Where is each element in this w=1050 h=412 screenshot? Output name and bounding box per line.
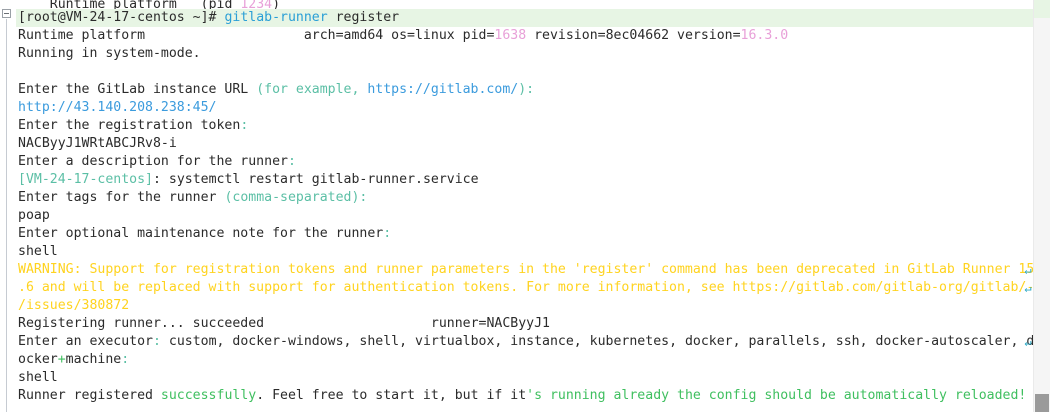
- text-span: 1234: [240, 0, 273, 9]
- text-span: [18, 0, 50, 9]
- text-span: https://gitlab.com/: [367, 82, 519, 97]
- text-span: register: [327, 10, 400, 25]
- scrollbar-command-marker: [1034, 0, 1050, 18]
- text-span: [: [18, 172, 26, 187]
- input-runner-description: [VM-24-17-centos]: systemctl restart git…: [16, 171, 1034, 189]
- text-span: [18, 64, 26, 79]
- text-span: :: [240, 118, 249, 133]
- warning-line-2: .6 and will be replaced with support for…: [16, 279, 1034, 297]
- prompt-instance-url: Enter the GitLab instance URL (for examp…: [16, 81, 1034, 99]
- prompt-executor-continued: ocker+machine:: [16, 351, 1034, 369]
- text-span: gitlab-runner: [224, 10, 328, 25]
- input-registration-token: NACByyJ1WRtABCJRv8-i: [16, 135, 1034, 153]
- vertical-scrollbar[interactable]: [1033, 0, 1050, 412]
- text-span: http://43.140.208.238:45/: [18, 100, 217, 115]
- clipped-top-line: Runtime platform (pid 1234): [16, 0, 1034, 9]
- text-span: (for example,: [256, 82, 368, 97]
- warning-line-3: /issues/380872: [16, 297, 1034, 315]
- runner-registered-line: Runner registered successfully. Feel fre…: [16, 387, 1034, 405]
- text-span: ocker: [18, 352, 58, 367]
- system-mode-line: Running in system-mode.: [16, 45, 1034, 63]
- text-span: Enter an executor: [18, 334, 153, 349]
- text-span: [145, 28, 304, 43]
- editor-gutter: [0, 0, 16, 412]
- text-span: : systemctl restart gitlab-runner.servic…: [153, 172, 479, 187]
- text-span: .6 and will be replaced with support for…: [18, 280, 1035, 295]
- text-span: shell: [18, 244, 58, 259]
- text-span: :: [383, 226, 392, 241]
- fold-collapse-icon[interactable]: [2, 9, 11, 18]
- text-span: Registering runner... succeeded: [18, 316, 265, 331]
- input-runner-tags: poap: [16, 207, 1034, 225]
- vertical-scrollbar-thumb[interactable]: [1035, 394, 1049, 412]
- text-span: 's running already the config should be …: [526, 388, 1027, 403]
- text-span: ]: [145, 172, 153, 187]
- prompt-runner-tags: Enter tags for the runner (comma-separat…: [16, 189, 1034, 207]
- text-span: Enter a description for the runner: [18, 154, 288, 169]
- text-span: VM-24-17-centos: [25, 172, 146, 187]
- text-span: ): [518, 82, 527, 97]
- command-line: [root@VM-24-17-centos ~]# gitlab-runner …: [16, 9, 1034, 27]
- text-span: Enter the GitLab instance URL: [18, 82, 257, 97]
- soft-wrap-indicator-icon: ↵: [1024, 281, 1032, 295]
- text-span: custom, docker-windows, shell, virtualbo…: [160, 334, 1035, 349]
- text-span: :: [526, 82, 535, 97]
- warning-line-1: WARNING: Support for registration tokens…: [16, 261, 1034, 279]
- prompt-executor: Enter an executor: custom, docker-window…: [16, 333, 1034, 351]
- text-span: Enter tags for the runner: [18, 190, 225, 205]
- text-span: revision=8ec04662 version=: [526, 28, 741, 43]
- text-span: [root@VM-24-17-centos ~]#: [18, 10, 225, 25]
- text-span: /issues/380872: [18, 298, 130, 313]
- text-span: NACByyJ1WRtABCJRv8-i: [18, 136, 177, 151]
- text-span: Runtime platform: [49, 0, 177, 9]
- text-span: arch=amd64 os=linux pid=: [303, 28, 495, 43]
- text-span: machine: [65, 352, 122, 367]
- text-span: runner=NACByyJ1: [430, 316, 550, 331]
- terminal-output[interactable]: Runtime platform (pid 1234)[root@VM-24-1…: [16, 0, 1034, 412]
- text-span: Enter optional maintenance note for the …: [18, 226, 384, 241]
- blank-line-1: [16, 63, 1034, 81]
- text-span: :: [121, 352, 130, 367]
- text-span: Enter the registration token: [18, 118, 241, 133]
- prompt-registration-token: Enter the registration token:: [16, 117, 1034, 135]
- prompt-maintenance-note: Enter optional maintenance note for the …: [16, 225, 1034, 243]
- text-span: :: [359, 190, 368, 205]
- text-span: 1638: [494, 28, 527, 43]
- text-span: Running in system-mode.: [18, 46, 201, 61]
- soft-wrap-indicator-icon: ↵: [1024, 335, 1032, 349]
- runtime-platform-line: Runtime platform arch=amd64 os=linux pid…: [16, 27, 1034, 45]
- text-span: WARNING: Support for registration tokens…: [18, 262, 1035, 277]
- soft-wrap-indicator-icon: ↵: [1024, 263, 1032, 277]
- text-span: . Feel free to start it, but if it: [256, 388, 527, 403]
- text-span: (pid: [176, 0, 241, 9]
- input-instance-url: http://43.140.208.238:45/: [16, 99, 1034, 117]
- text-span: 16.3.0: [740, 28, 789, 43]
- input-executor: shell: [16, 369, 1034, 387]
- text-span: ): [272, 0, 281, 9]
- text-span: successfully: [160, 388, 257, 403]
- text-span: :: [287, 154, 296, 169]
- text-span: poap: [18, 208, 50, 223]
- text-span: +: [57, 352, 66, 367]
- text-span: :: [152, 334, 161, 349]
- text-span: (comma-separated): [224, 190, 360, 205]
- text-span: shell: [18, 370, 58, 385]
- fold-region-guide-line: [6, 19, 7, 412]
- text-span: Runtime platform: [18, 28, 146, 43]
- text-span: Runner registered: [18, 388, 161, 403]
- text-span: [264, 316, 431, 331]
- input-maintenance-note: shell: [16, 243, 1034, 261]
- registering-runner-line: Registering runner... succeeded runner=N…: [16, 315, 1034, 333]
- prompt-runner-description: Enter a description for the runner:: [16, 153, 1034, 171]
